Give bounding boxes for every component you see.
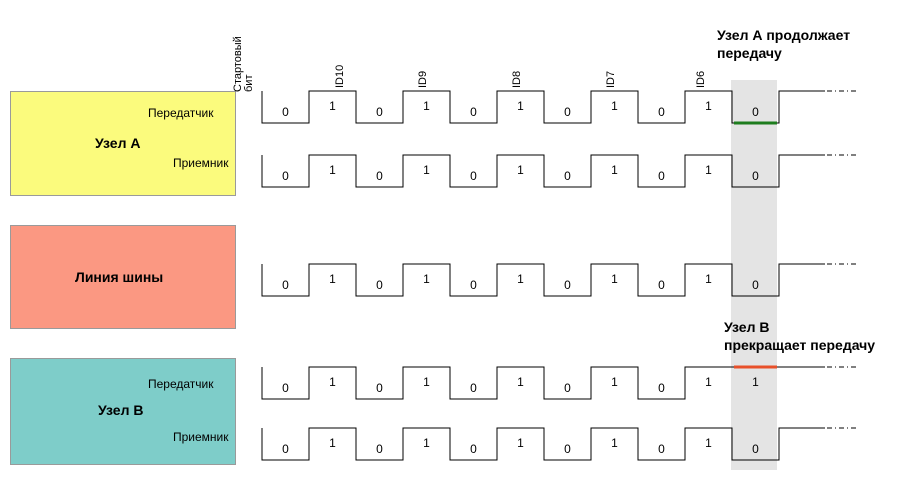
node-a-receiver-bit-0: 0 [282,169,289,183]
bus-line-bit-4: 0 [470,278,477,292]
node-a-transmitter-bit-2: 0 [376,105,383,119]
node-b-transmitter-bit-1: 1 [329,375,336,389]
node-b-receiver-bit-6: 0 [564,442,571,456]
node-a-transmitter-bit-6: 0 [564,105,571,119]
node-b-receiver-bit-0: 0 [282,442,289,456]
node-b-title: Узел В [98,402,144,418]
node-b-transmitter-bit-2: 0 [376,381,383,395]
bus-line-bit-0: 0 [282,278,289,292]
node-b-receiver-bit-10: 0 [752,442,759,456]
node-a-receiver-bit-8: 0 [658,169,665,183]
node-a-receiver-bit-5: 1 [517,163,524,177]
node-b-receiver-bit-1: 1 [329,436,336,450]
node-a-transmitter-bit-7: 1 [611,99,618,113]
node-a-transmitter-bit-1: 1 [329,99,336,113]
node-b-receiver-bit-8: 0 [658,442,665,456]
node-a-receiver-bit-10: 0 [752,169,759,183]
node-a-box [10,91,236,196]
node-b-transmitter-bit-8: 0 [658,381,665,395]
node-a-transmitter-bit-0: 0 [282,105,289,119]
node-b-transmitter-bit-7: 1 [611,375,618,389]
node-a-receiver-bit-7: 1 [611,163,618,177]
node-b-receiver-bit-3: 1 [423,436,430,450]
bus-line-bit-2: 0 [376,278,383,292]
bus-line-bit-5: 1 [517,272,524,286]
bus-line-waveform [261,263,825,297]
arbitration-highlight-column [731,80,777,470]
node-a-transmitter-bit-9: 1 [705,99,712,113]
bus-line-bit-10: 0 [752,278,759,292]
node-b-transmitter-label: Передатчик [148,377,214,391]
node-b-receiver-bit-4: 0 [470,442,477,456]
node-a-receiver-waveform [261,154,825,188]
node-a-title: Узел А [95,135,141,151]
bus-line-bit-3: 1 [423,272,430,286]
node-a-transmitter-label: Передатчик [148,106,214,120]
node-a-transmitter-bit-10: 0 [752,105,759,119]
node-b-transmitter-waveform [261,366,825,400]
node-b-stops-note: Узел В прекращает передачу [724,319,876,353]
bus-line-bit-8: 0 [658,278,665,292]
node-a-transmitter-bit-5: 1 [517,99,524,113]
node-b-box [10,358,236,465]
node-a-transmitter-bit-8: 0 [658,105,665,119]
node-b-transmitter-bit-0: 0 [282,381,289,395]
node-a-continues-note: Узел А продолжает передачу [717,27,851,61]
node-b-transmitter-bit-6: 0 [564,381,571,395]
node-a-receiver-bit-3: 1 [423,163,430,177]
node-a-receiver-label: Приемник [173,156,229,170]
node-b-transmitter-bit-9: 1 [705,375,712,389]
bus-line-box [10,225,236,329]
node-b-transmitter-bit-4: 0 [470,381,477,395]
node-b-receiver-label: Приемник [173,430,229,444]
bus-line-bit-9: 1 [705,272,712,286]
node-a-receiver-bit-6: 0 [564,169,571,183]
node-b-receiver-bit-2: 0 [376,442,383,456]
bus-line-title: Линия шины [75,269,164,285]
node-a-transmitter-bit-4: 0 [470,105,477,119]
node-a-receiver-bit-4: 0 [470,169,477,183]
bus-line-bit-7: 1 [611,272,618,286]
node-b-receiver-bit-7: 1 [611,436,618,450]
node-b-transmitter-bit-5: 1 [517,375,524,389]
node-a-transmitter-bit-3: 1 [423,99,430,113]
bus-line-bit-6: 0 [564,278,571,292]
node-b-receiver-bit-5: 1 [517,436,524,450]
node-a-transmitter-waveform [261,90,825,124]
node-a-receiver-bit-9: 1 [705,163,712,177]
node-b-transmitter-bit-10: 1 [752,375,759,389]
node-a-receiver-bit-2: 0 [376,169,383,183]
node-a-receiver-bit-1: 1 [329,163,336,177]
node-b-receiver-bit-9: 1 [705,436,712,450]
node-b-receiver-waveform [261,427,825,461]
bus-line-bit-1: 1 [329,272,336,286]
node-b-transmitter-bit-3: 1 [423,375,430,389]
